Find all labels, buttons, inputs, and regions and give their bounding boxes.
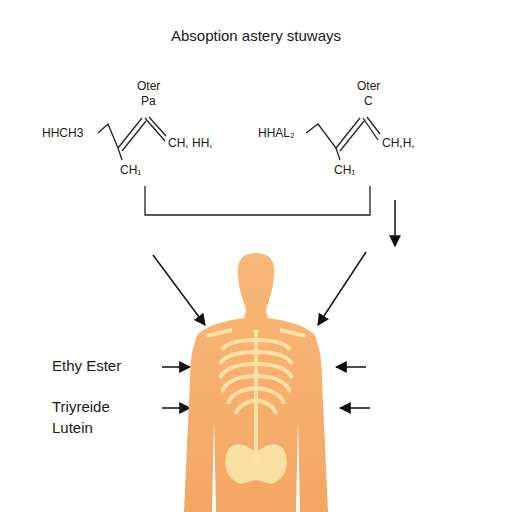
left-structure (98, 117, 166, 160)
pathway-label: Lutein (52, 420, 93, 437)
group-label: HHCH3 (42, 127, 83, 140)
human-figure (184, 253, 328, 512)
pathway-label: Ethy Ester (52, 358, 121, 375)
pathway-label: Triyreide (52, 399, 110, 416)
atom-label: Pa (141, 95, 156, 108)
title: Absoption astery stuways (171, 28, 341, 45)
right-structure (306, 117, 380, 160)
bracket (145, 186, 370, 215)
atom-label: Oter (357, 80, 380, 93)
group-label: CH, HH, (168, 137, 213, 150)
group-label: CH,H, (382, 137, 415, 150)
group-label: HHAL₂ (258, 127, 295, 140)
group-label: CH₁ (120, 164, 141, 177)
atom-label: C (364, 95, 373, 108)
arrows (153, 200, 395, 408)
atom-label: Oter (137, 80, 160, 93)
group-label: CH₁ (334, 164, 355, 177)
